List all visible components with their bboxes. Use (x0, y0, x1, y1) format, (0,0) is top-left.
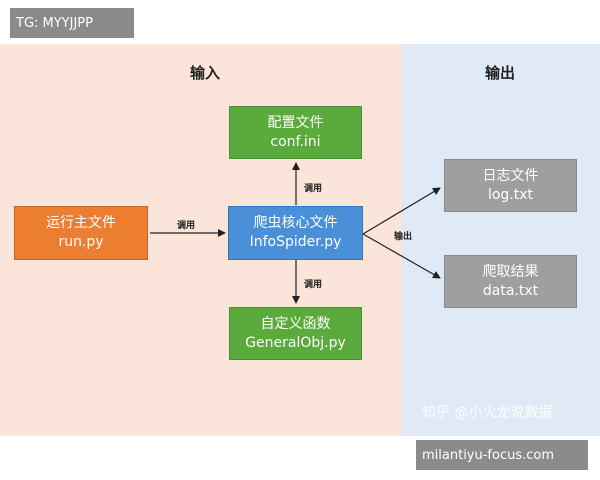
watermark: 知乎 @小火龙说数据 (422, 405, 553, 421)
node-log-title: 日志文件 (482, 167, 539, 184)
bottom-tag: milantiyu-focus.com (416, 440, 588, 470)
node-log-file: log.txt (487, 186, 534, 203)
node-data: 爬取结果 data.txt (444, 255, 577, 308)
arrow-core-to-log (362, 187, 441, 235)
node-log: 日志文件 log.txt (444, 159, 577, 212)
output-panel (402, 44, 600, 436)
node-general: 自定义函数 GeneralObj.py (229, 307, 362, 360)
edge-label-call-down: 调用 (304, 280, 323, 290)
node-config-title: 配置文件 (267, 114, 324, 131)
top-tag: TG: MYYJJPP (10, 8, 134, 38)
node-run: 运行主文件 run.py (14, 206, 148, 260)
output-heading: 输出 (484, 64, 515, 82)
input-heading: 输入 (189, 64, 220, 82)
node-data-title: 爬取结果 (482, 263, 539, 280)
node-core-file: InfoSpider.py (249, 234, 342, 250)
node-config: 配置文件 conf.ini (229, 106, 362, 159)
node-data-file: data.txt (482, 282, 539, 299)
edge-label-call-left: 调用 (177, 221, 196, 231)
node-general-file: GeneralObj.py (245, 334, 346, 351)
node-general-title: 自定义函数 (260, 315, 331, 332)
edge-label-call-up: 调用 (304, 184, 323, 194)
node-run-title: 运行主文件 (46, 215, 116, 231)
node-run-file: run.py (58, 234, 104, 250)
node-core-title: 爬虫核心文件 (253, 215, 338, 231)
node-config-file: conf.ini (270, 133, 321, 150)
node-core: 爬虫核心文件 InfoSpider.py (228, 206, 363, 260)
edge-label-output: 输出 (394, 232, 413, 242)
arrow-core-to-data (362, 233, 441, 279)
